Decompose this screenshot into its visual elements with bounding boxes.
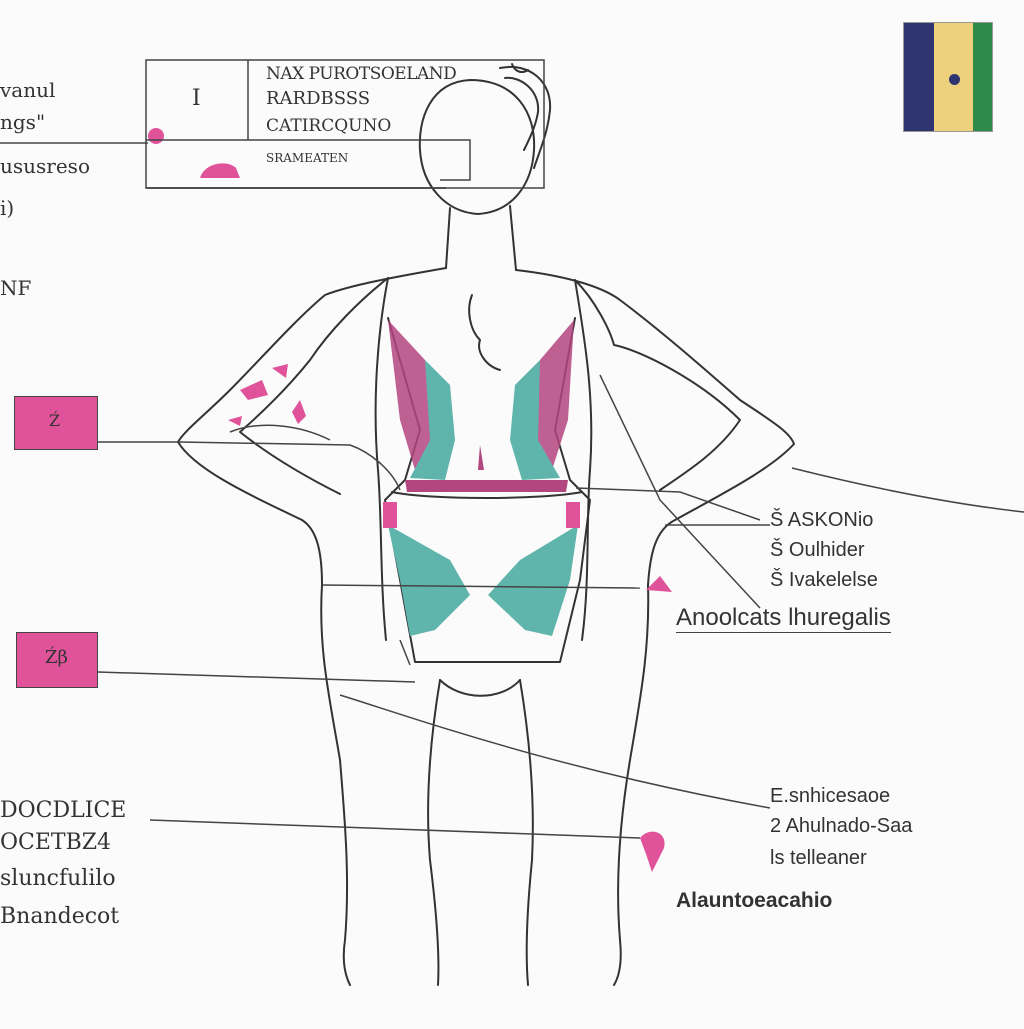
- right-label-4: Anoolcats lhuregalis: [676, 604, 891, 633]
- bra-right-magenta: [528, 320, 574, 470]
- callout-lines: [0, 142, 1024, 839]
- lower-right-label-2: 2 Ahulnado-Saa: [770, 815, 913, 837]
- callout-lower2: [149, 819, 641, 839]
- lower-left-label-1: DOCDLICE: [0, 798, 127, 823]
- lower-left-label-2: OCETBZ4: [0, 830, 112, 855]
- flag-stripe-yellow: [933, 23, 973, 131]
- pink-pin-icon: [228, 416, 242, 426]
- waistband-magenta: [405, 480, 568, 492]
- flag-stripe-green: [972, 23, 992, 131]
- flag-stripe-blue: [904, 23, 934, 131]
- bra-right-teal: [510, 360, 560, 480]
- header-box: [145, 59, 545, 189]
- left-arm-outline: [177, 267, 447, 586]
- header-line-2: RARDBSSS: [266, 88, 371, 109]
- callout-arm: [179, 441, 401, 491]
- pink-pin-icon: [240, 380, 268, 400]
- lower-left-label-4: Bnandecot: [0, 904, 120, 929]
- bra-left-teal: [410, 360, 455, 480]
- crotch: [439, 679, 521, 697]
- callout-lower1: [339, 694, 771, 809]
- hip-outline-right: [613, 584, 650, 986]
- header-line-3: CATIRCQUNO: [266, 116, 392, 136]
- pink-pin-icon: [200, 163, 240, 178]
- lower-right-label-3: ls telleaner: [770, 847, 867, 869]
- torso-ribcage: [468, 294, 501, 371]
- callout-leg: [399, 639, 411, 666]
- left-label-1: vanul: [0, 78, 56, 102]
- right-arm-inner: [574, 279, 741, 491]
- header-line-4: SRAMEATEN: [266, 151, 349, 165]
- side-tab-right: [566, 502, 580, 528]
- left-box-2-label: Źβ: [45, 647, 68, 668]
- callout-right2: [791, 467, 1024, 513]
- right-arm-outline: [515, 269, 795, 586]
- hair-outline: [499, 63, 552, 169]
- header-line-1: NAX PUROTSOELAND: [266, 64, 457, 84]
- lower-left-label-3: sluncfulilo: [0, 866, 116, 891]
- lower-right-label-1: E.snhicesaoe: [770, 785, 891, 807]
- bra-left-magenta: [388, 320, 438, 470]
- left-box-1-label: Ź: [49, 411, 61, 430]
- callout-arm2: [229, 424, 331, 441]
- garment-fills: [383, 320, 580, 636]
- left-box-1: Ź: [14, 396, 98, 450]
- neck-outline: [445, 205, 517, 271]
- header-box-divider-h: [146, 139, 471, 181]
- callout-right1: [575, 487, 761, 521]
- left-label-4: i): [0, 196, 15, 220]
- flag-icon: [903, 22, 993, 132]
- leg-right-inner: [519, 679, 534, 986]
- head-outline: [418, 79, 536, 215]
- lower-right-label-4: Alauntoeacahio: [676, 889, 833, 912]
- garment-waistband: [391, 491, 583, 499]
- side-tab-left: [383, 502, 397, 528]
- hip-outline: [320, 584, 351, 986]
- waist-right: [574, 279, 593, 641]
- pink-markers: [148, 128, 672, 872]
- header-glyph: I: [192, 86, 201, 111]
- center-mark: [478, 445, 484, 470]
- left-label-5: NF: [0, 276, 32, 300]
- pink-pin-icon: [646, 576, 672, 592]
- bottom-left-teal: [388, 525, 470, 636]
- pink-pin-icon: [640, 831, 665, 872]
- pink-pin-icon: [292, 400, 306, 424]
- left-label-3: ususreso: [0, 154, 90, 178]
- leg-left-inner: [427, 679, 441, 986]
- right-label-2: Š Oulhider: [770, 539, 865, 561]
- right-label-3: Š Ivakelelse: [770, 569, 878, 591]
- left-arm-inner: [239, 277, 389, 495]
- pink-pin-icon: [148, 128, 164, 144]
- callout-hip: [321, 584, 641, 589]
- waist-left: [374, 277, 389, 641]
- flag-dot: [949, 73, 961, 85]
- callout-box2: [97, 671, 416, 683]
- right-label-1: Š ASKONio: [770, 509, 874, 531]
- left-box-2: Źβ: [16, 632, 98, 688]
- pink-pin-icon: [272, 364, 288, 378]
- callout-right3: [599, 374, 761, 609]
- bottom-right-teal: [488, 525, 578, 636]
- left-label-2: ngs": [0, 110, 46, 134]
